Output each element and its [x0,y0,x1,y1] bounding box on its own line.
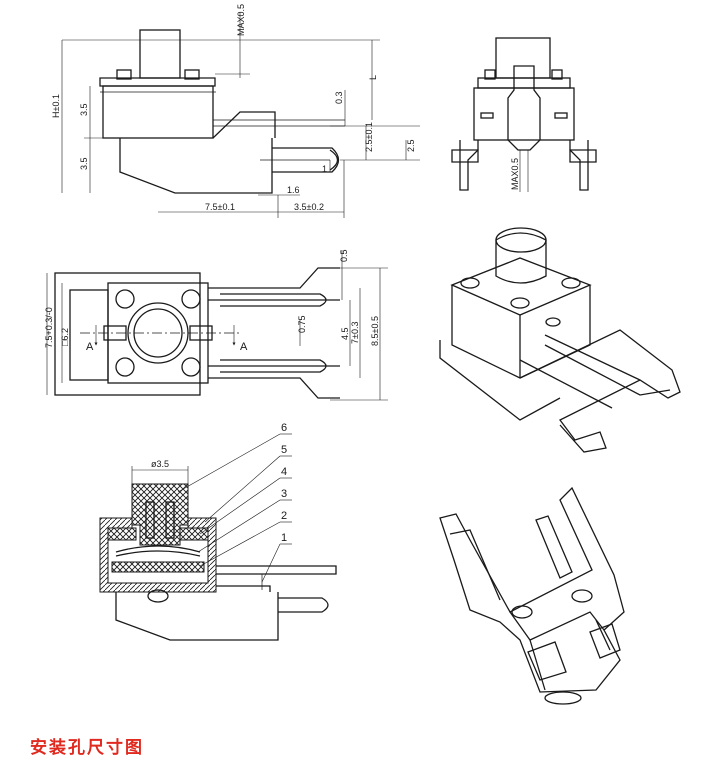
dim-h01: H±0.1 [51,94,61,118]
section-dia: ø3.5 [151,459,169,469]
front-view: MAX0.5 [451,37,597,192]
callout-4: 4 [281,466,287,478]
callout-5: 5 [281,444,287,456]
callout-2: 2 [281,510,287,522]
callout-3: 3 [281,488,287,500]
dim-16: 1.6 [287,185,300,195]
section-a-left: A [86,341,94,353]
dim-top-45: 4.5 [340,327,350,340]
dim-top-075: 0.75 [297,315,307,333]
dim-top-62: □6.2 [60,328,70,346]
section-a-right: A [240,341,248,353]
dim-1: 1 [322,164,327,174]
dim-front-max05: MAX0.5 [510,158,520,190]
dim-35-upper: 3.5 [79,103,89,116]
isometric-view [439,227,681,453]
top-view: A A 0.5 □6.2 7.5+0.3/-0 0.75 4.5 7±0.3 8… [44,249,388,401]
dim-top-85: 8.5±0.5 [370,316,380,346]
caption: 安装孔尺寸图 [30,738,144,757]
dim-35b: 3.5±0.2 [294,202,324,212]
dim-l: L [368,75,378,80]
dim-03: 0.3 [334,91,344,104]
bracket-view [439,486,625,705]
side-view: MAX0.5 H±0.1 3.5 3.5 L 0.3 2.5±0.1 2.5 1… [51,4,420,218]
dim-top-7: 7±0.3 [350,322,360,344]
dim-75: 7.5±0.1 [205,202,235,212]
section-view: ø3.5 6 5 4 3 2 1 [99,422,337,641]
dim-max05-top: MAX0.5 [236,4,246,36]
callout-6: 6 [281,422,287,434]
dim-35-lower: 3.5 [79,157,89,170]
dim-25b: 2.5 [406,139,416,152]
dim-25: 2.5±0.1 [364,122,374,152]
dim-top-75: 7.5+0.3/-0 [44,307,54,348]
callout-1: 1 [281,532,287,544]
dim-top-05: 0.5 [339,249,349,262]
